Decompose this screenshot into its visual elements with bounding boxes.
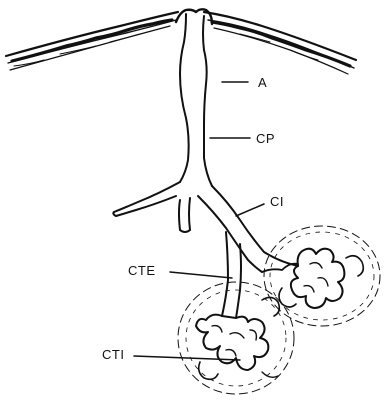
pore-opening xyxy=(176,9,212,24)
leader-line-cte xyxy=(170,272,232,278)
lower-lobule xyxy=(178,282,294,394)
label-cte: CTE xyxy=(128,264,156,277)
skin-surface-left xyxy=(6,12,178,70)
leader-line-ci xyxy=(236,204,264,216)
label-ci: CI xyxy=(270,195,284,208)
label-a: A xyxy=(258,76,267,89)
label-cp: CP xyxy=(256,132,275,145)
leader-line-cti xyxy=(134,356,240,360)
left-branch-duct xyxy=(113,182,180,216)
main-duct xyxy=(180,14,212,186)
middle-stub-duct xyxy=(179,198,190,232)
label-cti: CTI xyxy=(102,348,124,361)
skin-surface-right xyxy=(204,12,356,74)
